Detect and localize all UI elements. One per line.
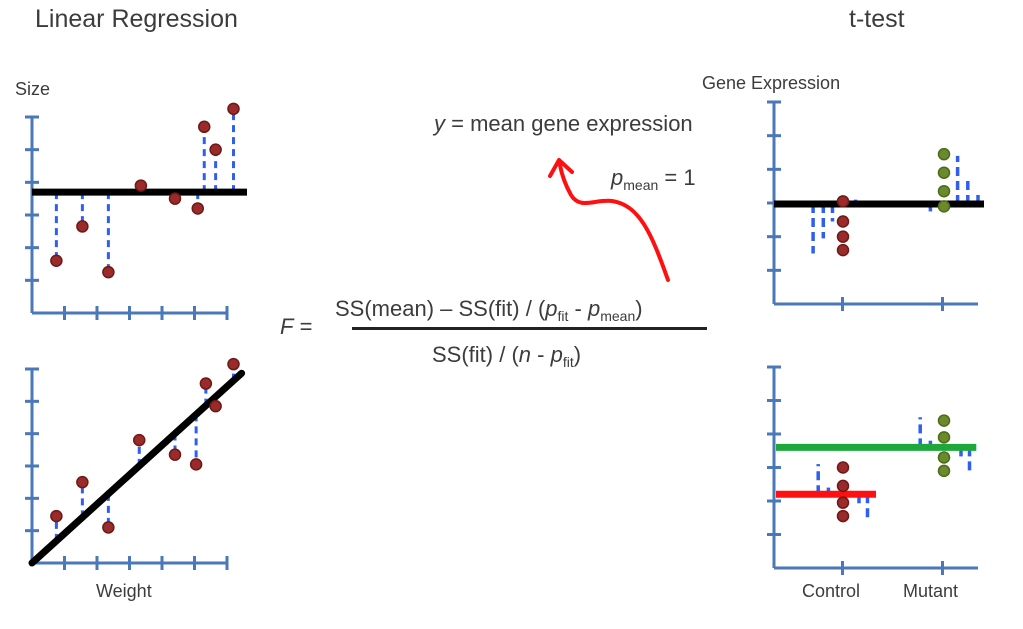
data-point: [189, 458, 203, 471]
data-point: [227, 357, 240, 371]
num-p1-sub: fit: [557, 308, 569, 324]
data-point-control: [836, 509, 850, 523]
data-point: [168, 192, 182, 205]
num-p2-sub: mean: [600, 308, 636, 324]
axis-label-gene-expression: Gene Expression: [702, 73, 841, 93]
den-mid: -: [531, 342, 551, 367]
data-point: [134, 179, 148, 192]
data-point-control: [836, 195, 850, 208]
data-point: [191, 202, 204, 215]
formula-lhs: F =: [280, 314, 312, 340]
num-close: ): [635, 296, 643, 321]
title-t-test: t-test: [849, 5, 905, 33]
arrow-head-icon: [548, 158, 574, 178]
data-point: [76, 220, 89, 233]
axis-label-size: Size: [15, 79, 51, 99]
p-value: = 1: [658, 165, 696, 190]
num-p2: p: [587, 296, 601, 321]
num-mid: -: [568, 296, 588, 321]
data-point-mutant: [937, 147, 951, 161]
data-point: [168, 448, 182, 461]
data-point: [102, 521, 115, 534]
chart-regression-fit: [25, 357, 246, 570]
den-close: ): [573, 342, 582, 367]
data-point-mutant: [937, 200, 951, 213]
data-point-mutant: [937, 166, 951, 179]
annotation-y-mean: y = mean gene expression: [434, 111, 693, 137]
annotation-p-mean: pmean = 1: [611, 165, 696, 193]
data-point-control: [836, 215, 850, 228]
y-variable: y: [434, 111, 445, 136]
data-point: [198, 120, 211, 134]
data-point-control: [836, 230, 850, 243]
y-definition: = mean gene expression: [445, 111, 693, 136]
curved-arrow: [558, 163, 670, 282]
num-text: SS(mean) – SS(fit) / (: [335, 296, 546, 321]
p-subscript: mean: [623, 177, 659, 193]
data-point: [209, 399, 222, 413]
fit-line: [28, 369, 246, 567]
title-linear-regression: Linear Regression: [35, 5, 238, 33]
chart-ttest-fit: [767, 365, 978, 575]
data-point-control: [836, 243, 850, 257]
p-variable: p: [611, 165, 624, 190]
data-point: [50, 509, 63, 523]
formula-numerator: SS(mean) – SS(fit) / (pfit - pmean): [335, 296, 643, 324]
data-point: [199, 377, 213, 390]
chart-ttest-mean: [767, 100, 984, 311]
den-text: SS(fit) / (: [432, 342, 519, 367]
tick-label-control: Control: [802, 581, 861, 601]
f-variable: F: [280, 314, 294, 339]
den-n: n: [518, 342, 532, 367]
data-point: [76, 475, 89, 489]
den-p-sub: fit: [562, 354, 574, 370]
axis-label-weight: Weight: [96, 581, 152, 601]
data-point-mutant: [937, 451, 951, 464]
equals-sign: =: [293, 314, 313, 339]
data-point-control: [836, 461, 850, 474]
tick-label-mutant: Mutant: [903, 581, 959, 601]
data-point: [50, 254, 63, 267]
data-point: [102, 265, 115, 279]
fraction-bar: [352, 327, 707, 330]
data-point: [227, 102, 240, 116]
chart-regression-mean: [25, 102, 247, 320]
formula-denominator: SS(fit) / (n - pfit): [432, 342, 581, 370]
data-point-control: [836, 479, 850, 493]
data-point-mutant: [937, 464, 951, 478]
data-point-mutant: [937, 431, 951, 444]
data-point: [209, 143, 222, 156]
data-point: [133, 433, 146, 447]
num-p1: p: [545, 296, 558, 321]
data-point-control: [836, 496, 850, 509]
den-p: p: [550, 342, 563, 367]
data-point-mutant: [937, 414, 951, 427]
data-point-mutant: [937, 184, 951, 198]
